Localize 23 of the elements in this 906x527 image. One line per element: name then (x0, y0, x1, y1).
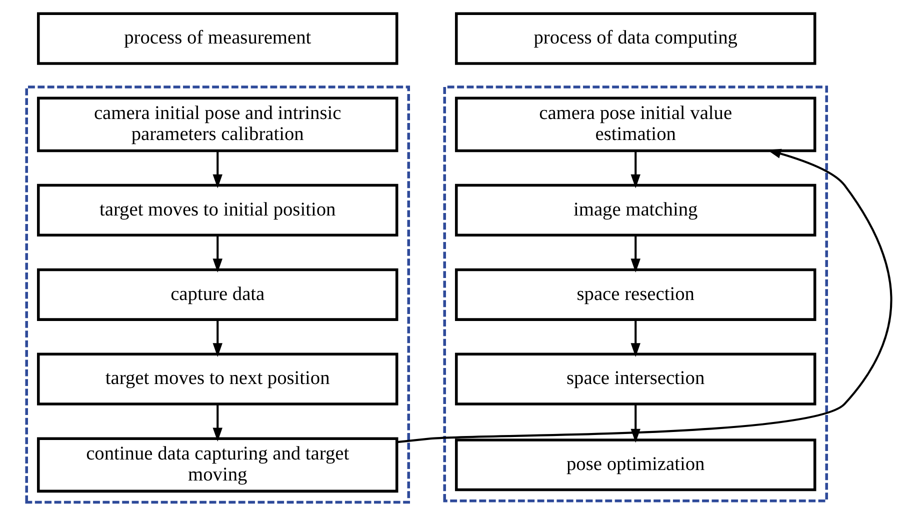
node-box: continue data capturing and target moving (36, 437, 398, 493)
arrow (212, 320, 222, 357)
arrow (396, 148, 892, 444)
node-box: target moves to initial position (36, 184, 398, 236)
node-box: space intersection (454, 352, 816, 406)
node-box: camera initial pose and intrinsic parameters calibration (36, 96, 398, 152)
node-box: image matching (454, 184, 816, 236)
node-box: capture data (36, 268, 398, 321)
arrow (630, 235, 640, 273)
node-box: space resection (454, 268, 816, 321)
arrow (212, 404, 222, 442)
arrow (630, 404, 640, 443)
node-box: target moves to next position (36, 352, 398, 406)
cluster (24, 86, 410, 504)
cluster (442, 86, 828, 502)
arrow (630, 320, 640, 357)
node-box: process of data computing (454, 12, 816, 65)
arrow (212, 235, 222, 273)
arrow (212, 150, 222, 188)
node-box: pose optimization (454, 438, 816, 492)
arrow (630, 150, 640, 188)
node-box: camera pose initial value estimation (454, 96, 816, 152)
node-box: process of measurement (36, 12, 398, 65)
